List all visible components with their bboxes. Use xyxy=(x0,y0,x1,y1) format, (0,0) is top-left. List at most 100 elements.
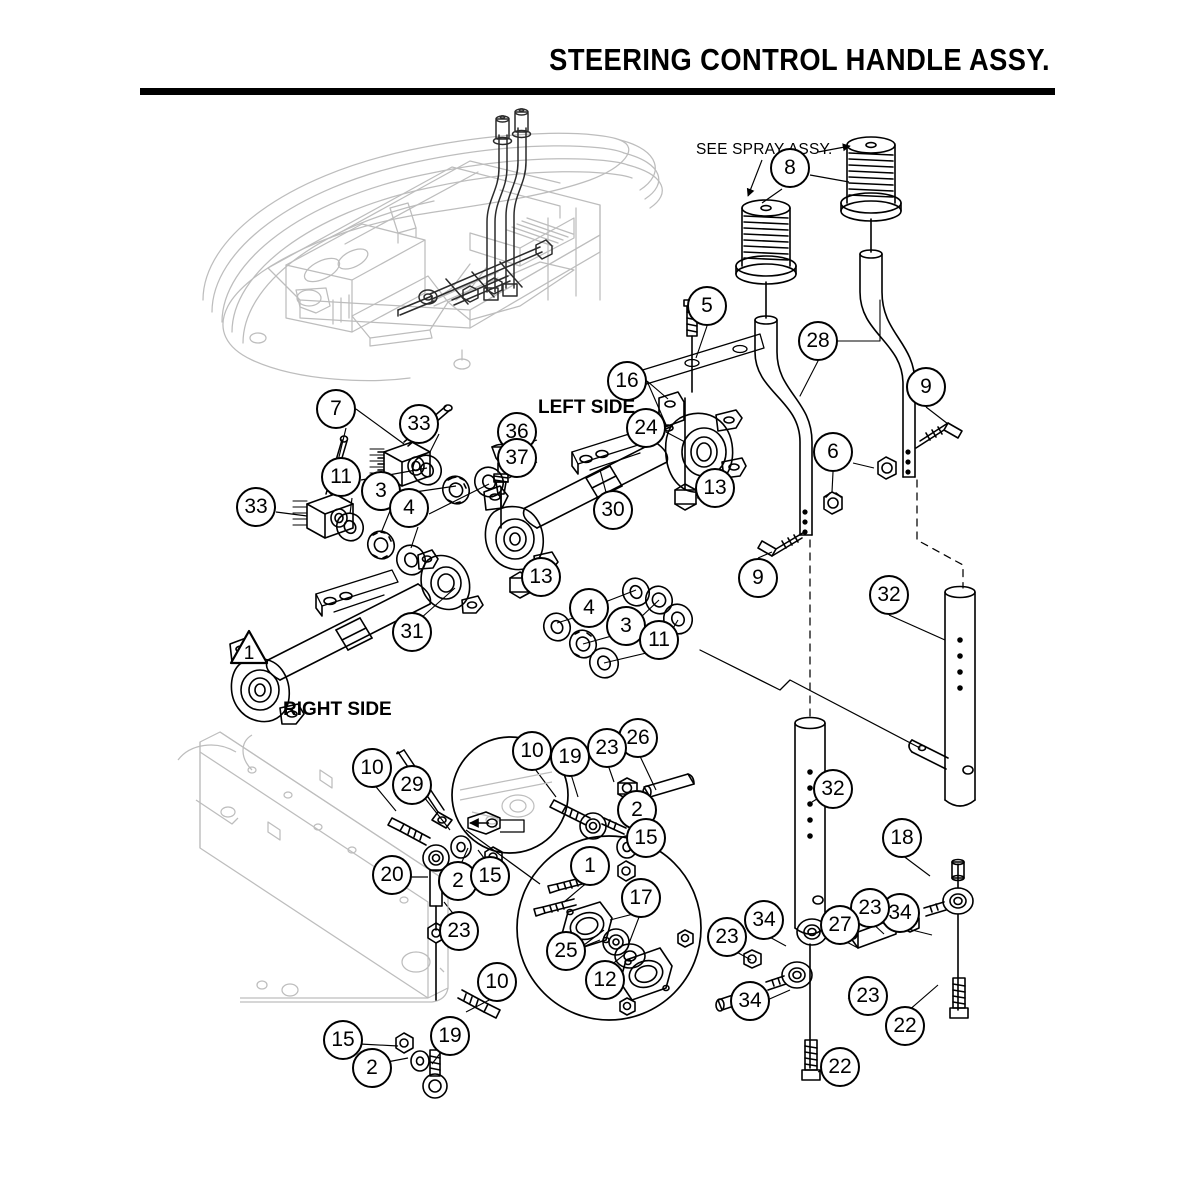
callout-bubble-34[interactable]: 34 xyxy=(744,900,784,940)
callout-number: 30 xyxy=(601,497,625,521)
callout-number: 23 xyxy=(715,924,739,948)
callout-number: 36 xyxy=(505,419,529,443)
callout-number: 10 xyxy=(520,738,544,762)
callout-bubble-2[interactable]: 2 xyxy=(352,1048,392,1088)
callout-bubble-27[interactable]: 27 xyxy=(820,905,860,945)
callout-bubble-11[interactable]: 11 xyxy=(321,457,361,497)
callout-number: 13 xyxy=(529,564,553,588)
callout-bubble-15[interactable]: 15 xyxy=(323,1020,363,1060)
callout-bubble-20[interactable]: 20 xyxy=(372,855,412,895)
callout-bubble-10[interactable]: 10 xyxy=(352,748,392,788)
callout-number: 9 xyxy=(752,565,764,589)
callout-bubble-18[interactable]: 18 xyxy=(882,818,922,858)
callout-number: 37 xyxy=(505,445,529,469)
callout-number: 23 xyxy=(595,735,619,759)
callout-number: 34 xyxy=(752,907,776,931)
callout-bubble-34[interactable]: 34 xyxy=(730,981,770,1021)
callout-bubble-10[interactable]: 10 xyxy=(477,962,517,1002)
callout-number: 11 xyxy=(648,627,670,651)
callout-number: 15 xyxy=(634,825,658,849)
callout-number: 18 xyxy=(890,825,914,849)
callout-number: 25 xyxy=(554,938,578,962)
callout-bubble-9[interactable]: 9 xyxy=(738,558,778,598)
callout-bubble-15[interactable]: 15 xyxy=(626,818,666,858)
callout-bubble-23[interactable]: 23 xyxy=(587,728,627,768)
callout-bubble-17[interactable]: 17 xyxy=(621,878,661,918)
callout-bubble-5[interactable]: 5 xyxy=(687,286,727,326)
callout-number: 20 xyxy=(380,862,404,886)
callout-bubble-30[interactable]: 30 xyxy=(593,490,633,530)
callout-bubble-4[interactable]: 4 xyxy=(569,588,609,628)
callout-bubble-22[interactable]: 22 xyxy=(820,1047,860,1087)
callout-number: 22 xyxy=(828,1054,852,1078)
triangle-callout-1: 1 xyxy=(228,628,270,666)
callout-number: 22 xyxy=(893,1013,917,1037)
callout-bubble-33[interactable]: 33 xyxy=(399,404,439,444)
callout-number: 10 xyxy=(360,755,384,779)
callout-number: 33 xyxy=(407,411,431,435)
callout-number: 19 xyxy=(558,744,582,768)
callout-number: 32 xyxy=(877,582,901,606)
callout-number: 31 xyxy=(400,619,424,643)
callout-bubble-23[interactable]: 23 xyxy=(439,911,479,951)
callout-number: 13 xyxy=(703,475,727,499)
callout-number: 23 xyxy=(858,895,882,919)
callout-bubble-25[interactable]: 25 xyxy=(546,931,586,971)
callout-number: 16 xyxy=(615,368,639,392)
callout-number: 23 xyxy=(856,983,880,1007)
callout-bubble-19[interactable]: 19 xyxy=(430,1016,470,1056)
callout-bubble-24[interactable]: 24 xyxy=(626,408,666,448)
callout-number: 15 xyxy=(478,863,502,887)
callout-number: 5 xyxy=(701,293,713,317)
see-spray-assy-label: SEE SPRAY ASSY. xyxy=(696,141,833,158)
callout-number: 2 xyxy=(452,868,464,892)
callout-bubble-4[interactable]: 4 xyxy=(389,488,429,528)
callout-bubble-13[interactable]: 13 xyxy=(521,557,561,597)
callout-bubble-28[interactable]: 28 xyxy=(798,321,838,361)
callout-bubble-1[interactable]: 1 xyxy=(570,846,610,886)
callout-number: 3 xyxy=(375,478,387,502)
callout-number: 9 xyxy=(920,374,932,398)
callout-bubble-10[interactable]: 10 xyxy=(512,731,552,771)
callout-number: 15 xyxy=(331,1027,355,1051)
callout-bubble-33[interactable]: 33 xyxy=(236,487,276,527)
title-underline xyxy=(140,88,1055,95)
callout-bubble-32[interactable]: 32 xyxy=(869,575,909,615)
callout-number: 29 xyxy=(400,772,424,796)
callout-bubble-11[interactable]: 11 xyxy=(639,620,679,660)
callout-number: 1 xyxy=(584,853,596,877)
triangle-callout-number: 1 xyxy=(243,643,255,664)
callout-bubble-37[interactable]: 37 xyxy=(497,438,537,478)
callout-bubble-15[interactable]: 15 xyxy=(470,856,510,896)
callout-number: 12 xyxy=(593,967,617,991)
page-title: STEERING CONTROL HANDLE ASSY. xyxy=(549,42,1050,77)
callout-bubble-6[interactable]: 6 xyxy=(813,432,853,472)
callout-bubble-23[interactable]: 23 xyxy=(707,917,747,957)
callout-number: 2 xyxy=(366,1055,378,1079)
callout-number: 3 xyxy=(620,613,632,637)
callout-bubble-31[interactable]: 31 xyxy=(392,612,432,652)
callout-number: 8 xyxy=(784,155,796,179)
callout-number: 4 xyxy=(583,595,595,619)
callout-bubble-12[interactable]: 12 xyxy=(585,960,625,1000)
callout-bubble-13[interactable]: 13 xyxy=(695,468,735,508)
callout-bubble-29[interactable]: 29 xyxy=(392,765,432,805)
callout-bubble-19[interactable]: 19 xyxy=(550,737,590,777)
callout-bubble-32[interactable]: 32 xyxy=(813,769,853,809)
callout-number: 7 xyxy=(330,396,342,420)
callout-bubble-7[interactable]: 7 xyxy=(316,389,356,429)
callout-bubble-9[interactable]: 9 xyxy=(906,367,946,407)
callout-number: 34 xyxy=(888,900,912,924)
callout-number: 10 xyxy=(485,969,509,993)
callout-number: 6 xyxy=(827,439,839,463)
callout-number: 24 xyxy=(634,415,658,439)
callout-bubble-23[interactable]: 23 xyxy=(848,976,888,1016)
callout-bubble-8[interactable]: 8 xyxy=(770,148,810,188)
callout-bubble-22[interactable]: 22 xyxy=(885,1006,925,1046)
callout-number: 34 xyxy=(738,988,762,1012)
right-side-label: RIGHT SIDE xyxy=(283,699,392,720)
callout-bubble-16[interactable]: 16 xyxy=(607,361,647,401)
